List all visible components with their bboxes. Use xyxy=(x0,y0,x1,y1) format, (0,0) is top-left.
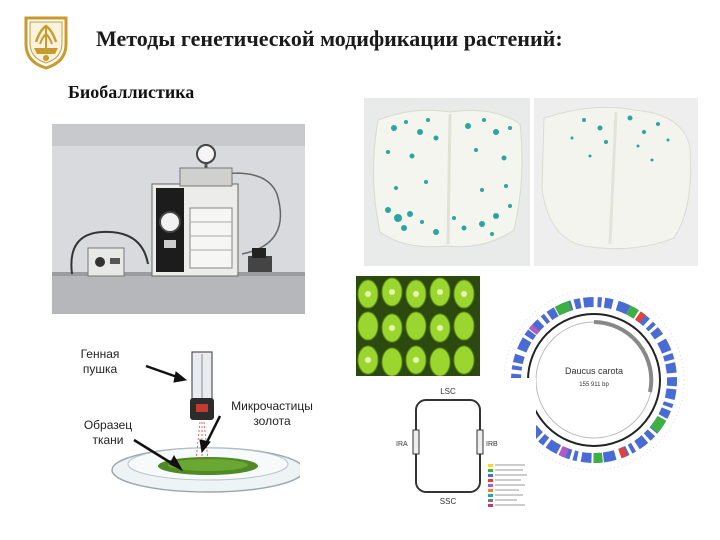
tissue-sample-label-line1: Образец xyxy=(83,418,133,432)
chloroplast-genome-structure-diagram: LSC SSC IRA IRB xyxy=(394,378,536,528)
gene-gun-label-line2: пушка xyxy=(82,362,118,376)
gene-gun-apparatus-photo xyxy=(52,124,305,314)
ira-label: IRA xyxy=(396,441,408,448)
gus-spots xyxy=(570,115,670,162)
irb-label: IRB xyxy=(486,441,498,448)
tissue-sample-label-line2: ткани xyxy=(92,433,124,447)
genome-size: 155 911 bp xyxy=(579,382,609,388)
tissue-sample-label: Образец ткани xyxy=(80,418,136,448)
page-title: Методы генетической модификации растений… xyxy=(96,26,563,51)
genome-organism: Daucus carota xyxy=(565,366,623,376)
gold-microparticles-label-line1: Микрочастицы xyxy=(231,399,313,413)
gene-gun-label-line1: Генная xyxy=(80,347,120,361)
gold-microparticles-label-line2: золота xyxy=(253,414,291,428)
lsc-label: LSC xyxy=(440,387,456,396)
gold-microparticles-label: Микрочастицы золота xyxy=(222,399,322,429)
ssc-label: SSC xyxy=(440,497,457,506)
university-logo-icon xyxy=(24,16,68,70)
circular-genome-map: Daucus carota 155 911 bp xyxy=(490,272,695,490)
gus-stained-leaf-photo xyxy=(364,98,530,266)
arrows xyxy=(133,364,222,472)
gus-spots xyxy=(385,118,512,236)
gene-gun-label: Генная пушка xyxy=(70,347,130,377)
control-leaf-photo xyxy=(534,98,698,266)
gene-legend xyxy=(488,464,527,507)
plant-cells-micrograph xyxy=(356,276,480,376)
section-subtitle: Биобаллистика xyxy=(68,82,195,102)
gene-ticks xyxy=(503,289,685,471)
